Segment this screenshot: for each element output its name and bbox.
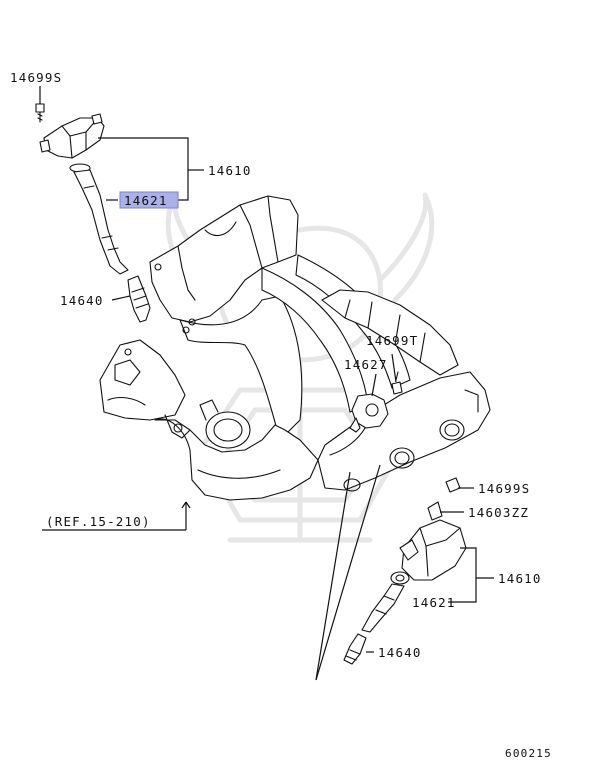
diagram-code: 600215: [505, 747, 552, 760]
ignition-coil-assembly-top: [35, 103, 151, 323]
label-bolt-top[interactable]: 14699S: [10, 70, 62, 85]
label-bolt-right[interactable]: 14699S: [478, 481, 530, 496]
ignition-coil-assembly-right: [343, 477, 467, 665]
label-ignition-coil-top[interactable]: 14621: [124, 193, 168, 208]
sensor-assembly: [349, 371, 403, 433]
label-spark-plug-right[interactable]: 14640: [378, 645, 422, 660]
intake-manifold: [99, 195, 491, 501]
label-spark-plug-top[interactable]: 14640: [60, 293, 104, 308]
highlight-ignition-coil-top: [119, 191, 179, 209]
label-ref[interactable]: (REF.15-210): [46, 514, 151, 529]
label-ignition-coil-right[interactable]: 14621: [412, 595, 456, 610]
leader-lines: [39, 86, 494, 681]
label-coil-assy-right[interactable]: 14610: [498, 571, 542, 586]
label-sensor[interactable]: 14627: [344, 357, 388, 372]
part-labels: 14699S 14610 14621 14640 14699T 14627 (R…: [10, 70, 552, 760]
label-coil-assy-top[interactable]: 14610: [208, 163, 252, 178]
label-bracket-right[interactable]: 14603ZZ: [468, 505, 529, 520]
label-bolt-mid[interactable]: 14699T: [366, 333, 418, 348]
